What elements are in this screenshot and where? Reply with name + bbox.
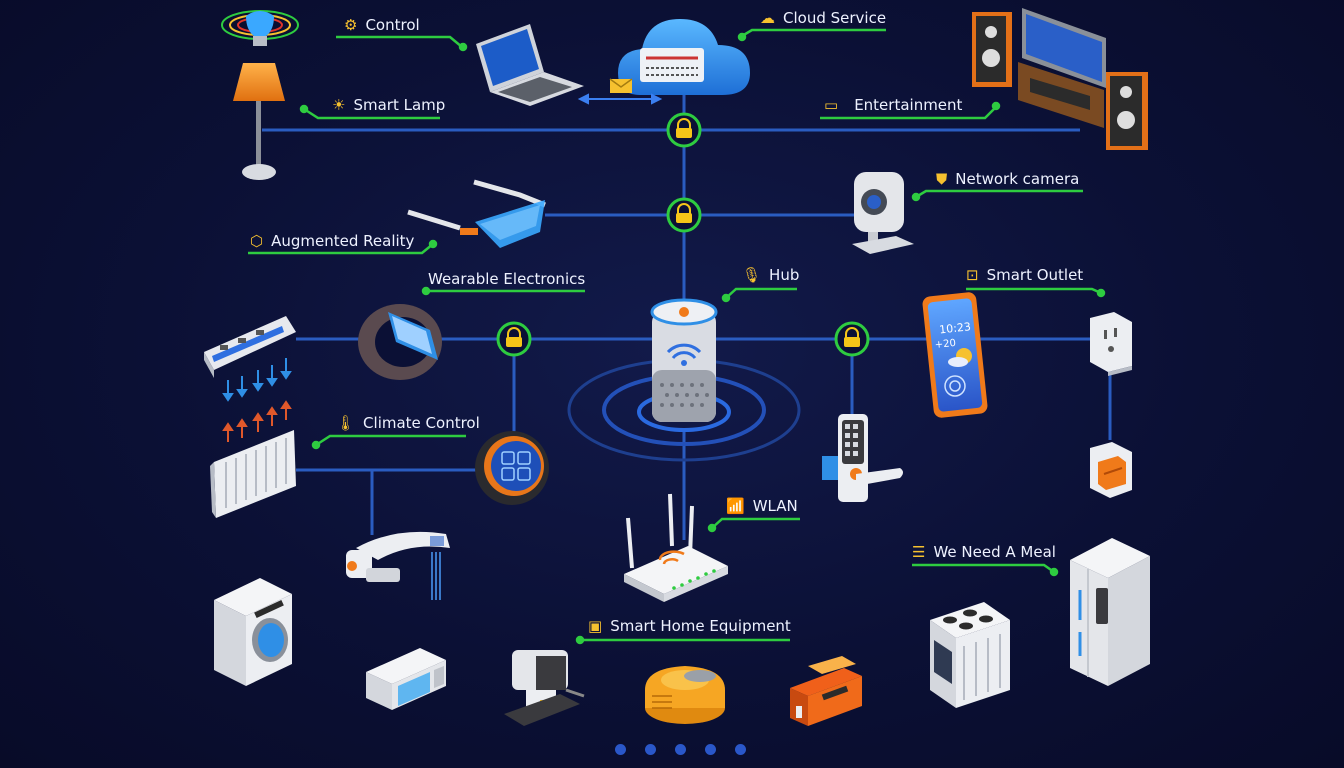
lock-node (666, 112, 702, 148)
pagination-dot[interactable] (735, 744, 746, 755)
label-network-camera-text: Network camera (955, 170, 1080, 188)
label-hub: 🎙 Hub (742, 266, 799, 284)
network-camera-icon (852, 172, 914, 254)
label-we-need-a-meal: ☰ We Need A Meal (912, 543, 1056, 561)
warm-air-arrows-icon (222, 400, 292, 442)
pagination-dot[interactable] (615, 744, 626, 755)
pagination-dot[interactable] (675, 744, 686, 755)
label-we-need-a-meal-text: We Need A Meal (933, 543, 1056, 561)
label-smart-outlet-text: Smart Outlet (986, 266, 1084, 284)
label-augmented-reality-text: Augmented Reality (271, 232, 415, 250)
label-wlan-text: WLAN (752, 497, 798, 515)
smart-door-lock-icon (822, 414, 903, 502)
lock-node (834, 321, 870, 357)
entertainment-system-icon (972, 8, 1148, 150)
phone-temp-text: +20 (934, 338, 956, 351)
stove-oven-icon (930, 602, 1010, 708)
bidirectional-arrow-icon (577, 93, 663, 105)
thermometer-icon: 🌡 (336, 413, 356, 432)
microwave-icon (366, 648, 446, 710)
label-smart-lamp-text: Smart Lamp (353, 96, 446, 114)
washing-machine-icon (214, 578, 292, 686)
appliance-icon: ▣ (588, 616, 603, 635)
lock-node (496, 321, 532, 357)
cube-icon: ⬡ (250, 231, 264, 250)
ar-glasses-icon (407, 179, 546, 248)
lightbulb-icon: ☀ (332, 95, 346, 114)
label-entertainment-text: Entertainment (854, 96, 963, 114)
wifi-icon: 📶 (726, 496, 745, 515)
label-control-text: Control (365, 16, 420, 34)
microphone-icon: 🎙 (742, 265, 762, 284)
shield-icon: ⛊ (936, 169, 948, 188)
label-cloud-service-text: Cloud Service (783, 9, 887, 27)
smart-outlet-icon (1090, 312, 1132, 376)
label-entertainment: ▭ Entertainment (824, 96, 962, 114)
smartphone-icon: 10:23 +20 (922, 292, 988, 418)
smart-bulb-icon (221, 10, 299, 46)
label-smart-outlet: ⊡ Smart Outlet (966, 266, 1083, 284)
burger-icon: ☰ (912, 542, 926, 561)
outlet-icon: ⊡ (966, 265, 979, 284)
label-network-camera: ⛊ Network camera (936, 170, 1079, 188)
label-augmented-reality: ⬡ Augmented Reality (250, 232, 414, 250)
smart-lamp-icon (233, 63, 285, 180)
label-smart-lamp: ☀ Smart Lamp (332, 96, 445, 114)
smart-switch-icon (1090, 442, 1132, 498)
smart-thermostat-icon (475, 431, 549, 505)
leader-lines (248, 28, 1106, 645)
refrigerator-icon (1070, 538, 1150, 686)
robot-vacuum-icon (645, 666, 725, 724)
coffee-machine-icon (504, 650, 585, 726)
label-climate-control-text: Climate Control (363, 414, 480, 432)
smart-speaker-hub-icon (650, 298, 718, 422)
laptop-icon (476, 24, 584, 106)
gear-icon: ⚙ (344, 15, 358, 34)
phone-time-text: 10:23 (939, 320, 972, 336)
monitor-icon: ▭ (824, 95, 839, 114)
pagination-dot[interactable] (705, 744, 716, 755)
wifi-router-icon (624, 493, 728, 602)
mail-icon (609, 78, 633, 93)
toaster-icon (790, 656, 862, 726)
pagination-dot[interactable] (645, 744, 656, 755)
air-conditioner-icon (204, 316, 296, 378)
lock-node (666, 197, 702, 233)
cloud-icon: ☁ (760, 8, 775, 27)
label-wlan: 📶 WLAN (726, 497, 798, 515)
label-wearable-electronics: Wearable Electronics (428, 270, 585, 288)
label-hub-text: Hub (769, 266, 800, 284)
cool-air-arrows-icon (222, 358, 292, 402)
label-climate-control: 🌡 Climate Control (336, 414, 480, 432)
label-cloud-service: ☁ Cloud Service (760, 9, 886, 27)
radiator-heater-icon (210, 430, 296, 518)
label-smart-home-equipment-text: Smart Home Equipment (610, 617, 791, 635)
smart-faucet-icon (346, 531, 450, 600)
label-wearable-electronics-text: Wearable Electronics (428, 270, 586, 288)
label-control: ⚙ Control (344, 16, 420, 34)
label-smart-home-equipment: ▣ Smart Home Equipment (588, 617, 791, 635)
pagination-dots (615, 744, 746, 755)
smartwatch-icon (358, 304, 442, 380)
cloud-server-icon (618, 19, 750, 95)
